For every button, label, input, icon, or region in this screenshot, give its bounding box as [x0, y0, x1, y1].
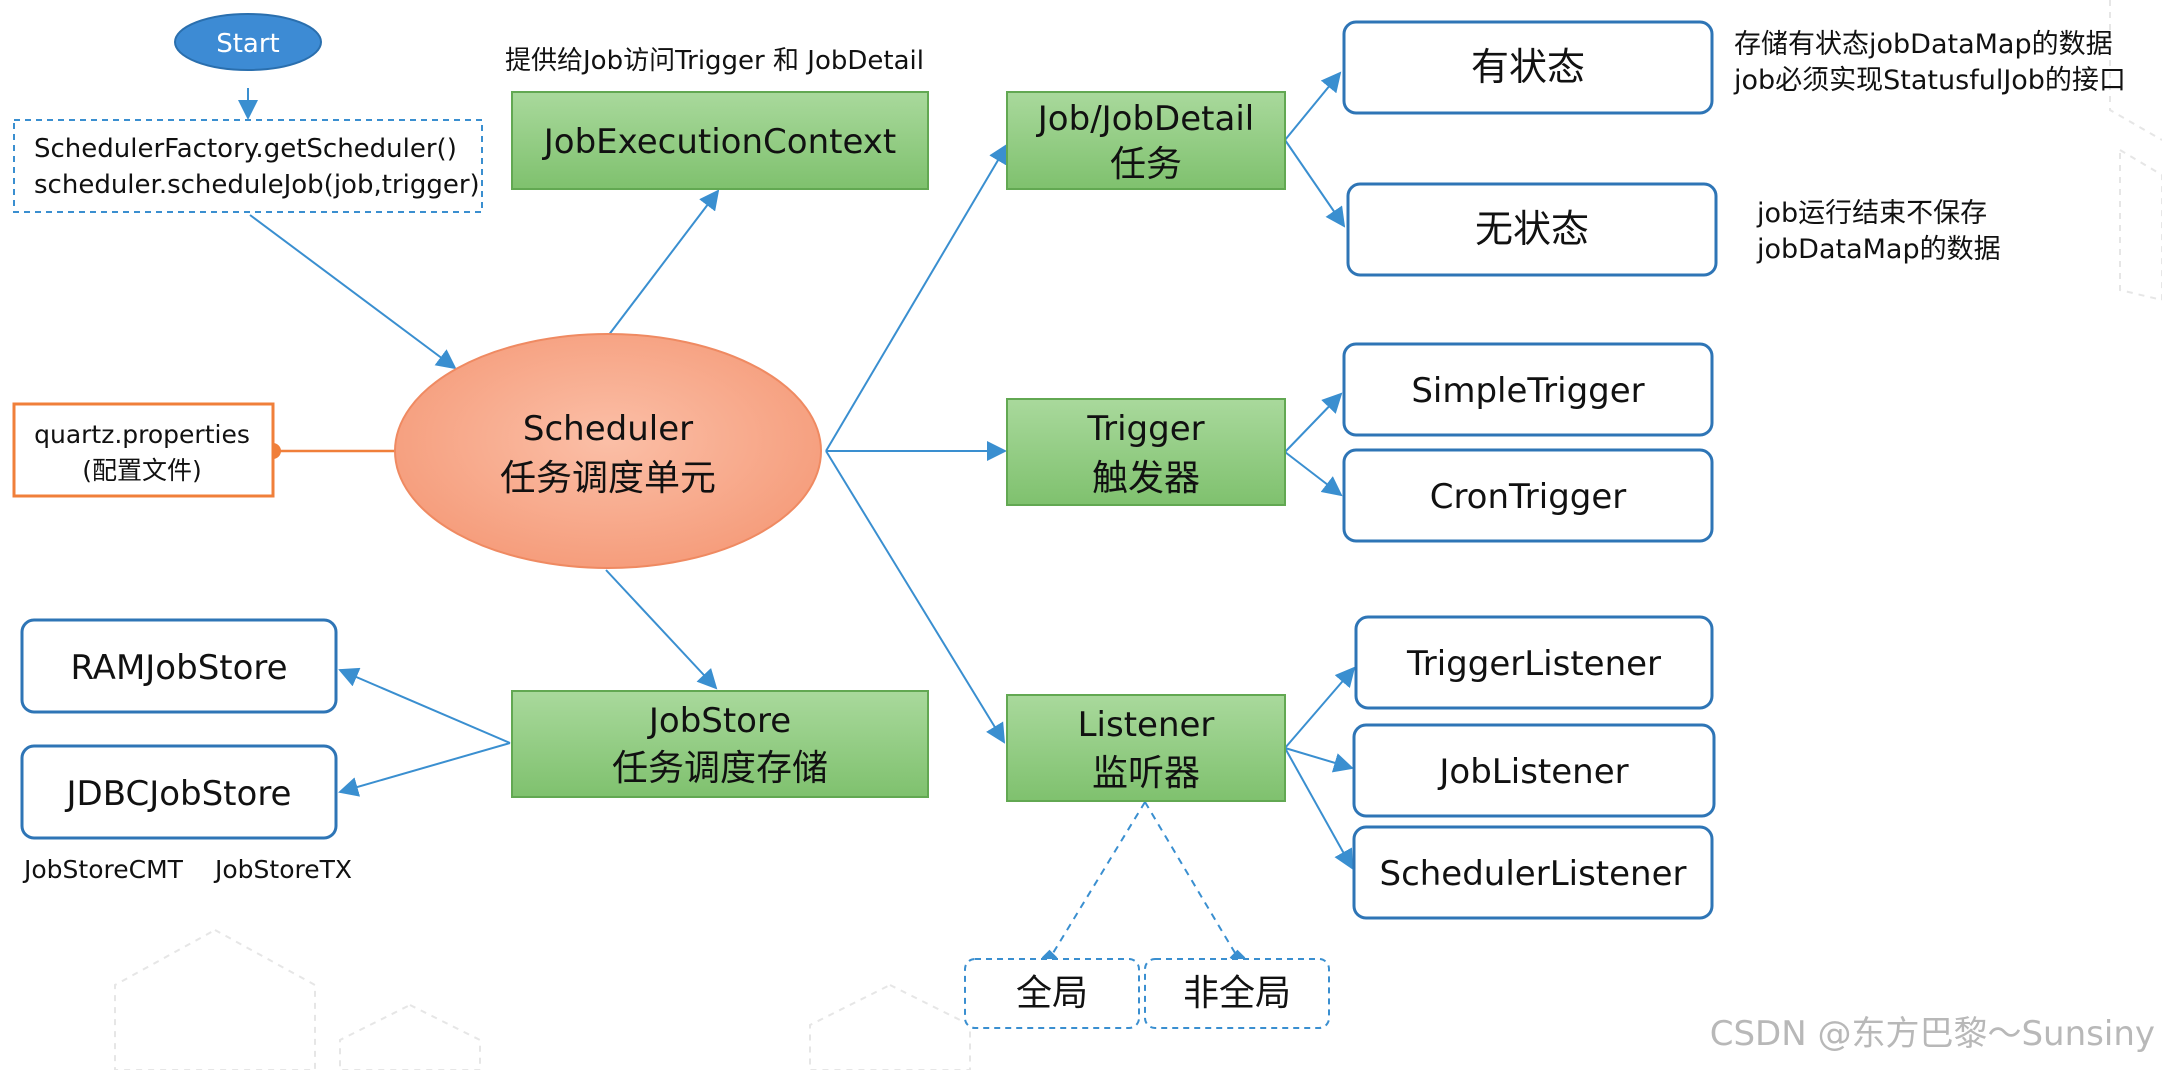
stateful-node: 有状态 — [1342, 20, 1714, 115]
config-box: quartz.properties (配置文件) — [12, 402, 275, 498]
trigger-listener-node: TriggerListener — [1354, 615, 1714, 710]
stateful-label: 有状态 — [1471, 45, 1585, 89]
ram-jobstore-node: RAMJobStore — [20, 618, 338, 714]
scheduler-node: Scheduler 任务调度单元 — [394, 333, 822, 569]
job-listener-node: JobListener — [1352, 723, 1716, 818]
simple-trigger-node: SimpleTrigger — [1342, 342, 1714, 437]
connectors — [238, 71, 1356, 870]
jobstore-node: JobStore 任务调度存储 — [511, 690, 929, 798]
factory-line-2: scheduler.scheduleJob(job,trigger) — [34, 170, 480, 200]
scheduler-line-2: 任务调度单元 — [500, 458, 716, 499]
listener-line-1: Listener — [1078, 705, 1215, 745]
stateless-node: 无状态 — [1346, 182, 1718, 277]
config-line-2: (配置文件) — [82, 456, 202, 485]
cron-trigger-label: CronTrigger — [1430, 477, 1627, 517]
non-global-label: 非全局 — [1183, 973, 1291, 1014]
stateful-note-2: job必须实现StatusfulJob的接口 — [1733, 65, 2126, 96]
jobstore-tx-label: JobStoreTX — [213, 855, 352, 884]
background-decoration — [114, 0, 2162, 1070]
context-note: 提供给Job访问Trigger 和 JobDetail — [505, 46, 924, 76]
factory-line-1: SchedulerFactory.getScheduler() — [34, 134, 457, 164]
job-line-1: Job/JobDetail — [1036, 99, 1254, 139]
start-label: Start — [216, 29, 280, 59]
jobstore-cmt-label: JobStoreCMT — [22, 855, 184, 884]
config-line-1: quartz.properties — [34, 420, 250, 449]
stateless-label: 无状态 — [1475, 207, 1589, 251]
jdbc-jobstore-node: JDBCJobStore — [20, 744, 338, 840]
jobstore-line-1: JobStore — [647, 701, 791, 741]
stateless-note-2: jobDataMap的数据 — [1756, 234, 2001, 265]
jdbc-jobstore-label: JDBCJobStore — [65, 774, 292, 814]
stateful-note-1: 存储有状态jobDataMap的数据 — [1734, 29, 2113, 60]
listener-scope-links — [1049, 801, 1239, 959]
context-node: JobExecutionContext — [511, 91, 929, 190]
jobstore-line-2: 任务调度存储 — [612, 748, 828, 789]
factory-box: SchedulerFactory.getScheduler() schedule… — [13, 119, 483, 213]
context-label: JobExecutionContext — [542, 122, 896, 162]
trigger-line-1: Trigger — [1086, 409, 1204, 449]
job-line-2: 任务 — [1110, 144, 1182, 185]
watermark-text: CSDN @东方巴黎～Sunsiny — [1710, 1014, 2155, 1054]
ram-jobstore-label: RAMJobStore — [70, 648, 287, 688]
stateless-note-1: job运行结束不保存 — [1756, 198, 1987, 229]
simple-trigger-label: SimpleTrigger — [1411, 371, 1644, 411]
scheduler-listener-node: SchedulerListener — [1352, 825, 1714, 920]
job-listener-label: JobListener — [1437, 752, 1628, 792]
trigger-node: Trigger 触发器 — [1006, 398, 1286, 506]
trigger-listener-label: TriggerListener — [1406, 644, 1661, 684]
start-node: Start — [174, 13, 322, 71]
scheduler-line-1: Scheduler — [523, 409, 693, 449]
non-global-node: 非全局 — [1144, 958, 1330, 1029]
listener-line-2: 监听器 — [1092, 753, 1200, 794]
cron-trigger-node: CronTrigger — [1342, 448, 1714, 543]
listener-node: Listener 监听器 — [1006, 694, 1286, 802]
global-node: 全局 — [964, 958, 1140, 1029]
global-label: 全局 — [1016, 973, 1088, 1014]
trigger-line-2: 触发器 — [1092, 458, 1200, 499]
job-node: Job/JobDetail 任务 — [1006, 91, 1286, 190]
scheduler-listener-label: SchedulerListener — [1379, 854, 1686, 894]
